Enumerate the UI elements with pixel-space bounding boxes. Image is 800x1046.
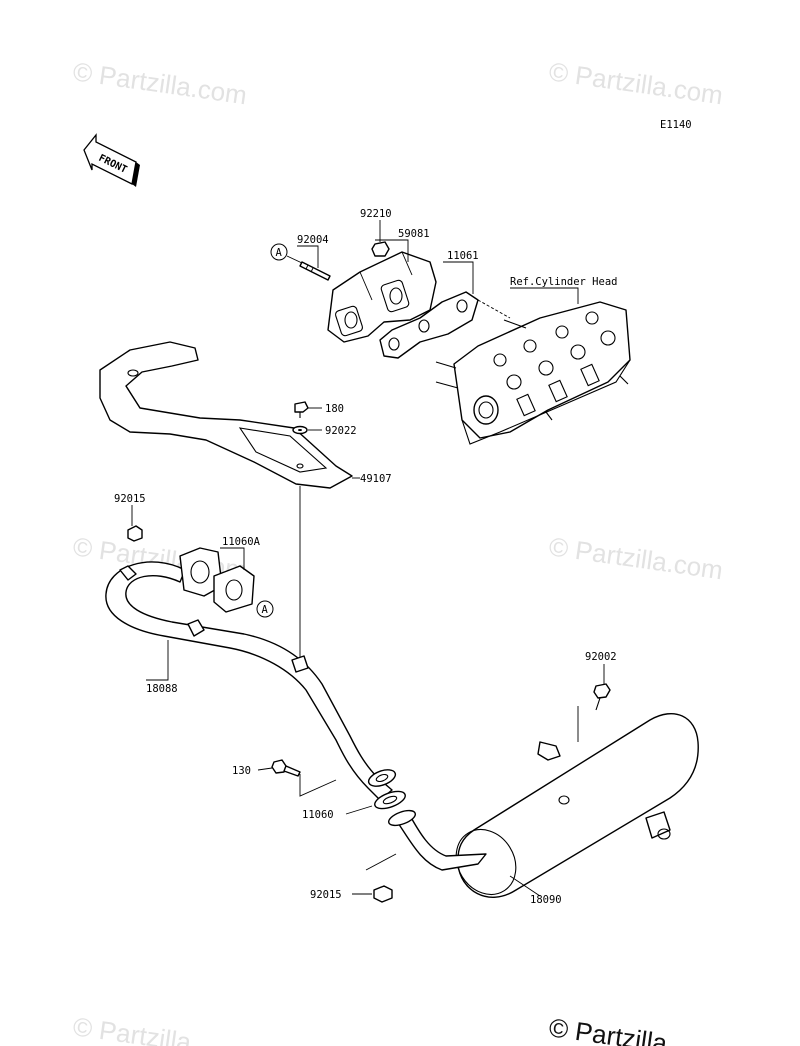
bracket-49107	[99, 341, 353, 489]
label-49107: 49107	[360, 473, 392, 485]
cylinder-head-reference	[435, 301, 631, 445]
label-180: 180	[325, 403, 344, 415]
watermark-top-left: © Partzilla.com	[71, 56, 249, 110]
washer-92022	[292, 425, 308, 435]
nut-92210	[371, 241, 390, 257]
bolt-130	[271, 759, 301, 777]
ref-a-marker-top: A	[270, 243, 288, 261]
label-18088: 18088	[146, 683, 178, 695]
label-130: 130	[232, 765, 251, 777]
label-11061: 11061	[447, 250, 479, 262]
pipe-outlet-flange	[367, 769, 397, 787]
label-11060A: 11060A	[222, 536, 261, 548]
label-59081: 59081	[398, 228, 430, 240]
nut-92015-bottom	[373, 885, 393, 903]
watermark-bottom-left: © Partzilla	[71, 1011, 193, 1046]
svg-text:A: A	[262, 604, 269, 616]
gasket-11060A	[213, 565, 255, 613]
watermark-mid-right: © Partzilla.com	[547, 531, 725, 585]
muffler-18090	[455, 713, 699, 898]
ref-a-marker-bottom: A	[256, 600, 274, 618]
watermark-top-right: © Partzilla.com	[547, 56, 725, 110]
label-92210: 92210	[360, 208, 392, 220]
watermark-bottom-right: © Partzilla	[547, 1012, 669, 1046]
bolt-92002	[593, 683, 611, 711]
exhaust-pipe-18088	[105, 561, 393, 801]
front-arrow-icon: FRONT	[83, 133, 140, 187]
label-92002: 92002	[585, 651, 617, 663]
stud-bolt-92004	[299, 261, 331, 281]
label-92015-bottom: 92015	[310, 889, 342, 901]
label-92022: 92022	[325, 425, 357, 437]
svg-text:A: A	[276, 247, 283, 259]
bolt-180	[294, 401, 309, 418]
gasket-11061	[379, 291, 479, 359]
muffler-inlet-pipe	[387, 809, 487, 871]
label-ref-cylinder-head: Ref.Cylinder Head	[510, 276, 617, 288]
nut-92015-top	[127, 525, 143, 542]
label-11060: 11060	[302, 809, 334, 821]
watermark-group: © Partzilla.com © Partzilla.com © Partzi…	[71, 56, 725, 1046]
gasket-11060	[374, 790, 406, 810]
label-92015-top: 92015	[114, 493, 146, 505]
label-18090: 18090	[530, 894, 562, 906]
label-92004: 92004	[297, 234, 329, 246]
exhaust-manifold-59081	[327, 251, 437, 343]
diagram-id-label: E1140	[660, 119, 692, 131]
